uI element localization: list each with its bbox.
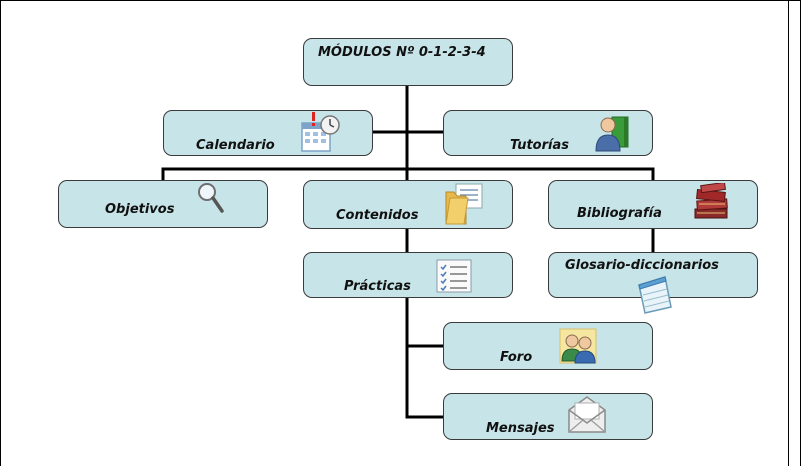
mensajes-label: Mensajes (486, 421, 555, 436)
people-icon (559, 328, 597, 364)
calendario-label: Calendario (196, 138, 275, 153)
root-node: MÓDULOS Nº 0-1-2-3-4 (303, 38, 513, 86)
mensajes-node: Mensajes (443, 393, 653, 440)
objetivos-node: Objetivos (58, 180, 268, 228)
tutor-book-icon (595, 116, 629, 152)
tutorias-node: Tutorías (443, 110, 653, 156)
checklist-icon (436, 259, 472, 293)
foro-label: Foro (500, 350, 533, 365)
right-margin-line (788, 0, 789, 466)
foro-node: Foro (443, 322, 653, 370)
practicas-label: Prácticas (344, 279, 411, 294)
contenidos-node: Contenidos (303, 180, 513, 229)
notepad-icon (638, 276, 672, 314)
bibliografia-node: Bibliografía (548, 180, 758, 229)
tutorias-label: Tutorías (510, 138, 569, 153)
calendario-node: Calendario (163, 110, 373, 156)
contenidos-label: Contenidos (336, 208, 419, 223)
root-label: MÓDULOS Nº 0-1-2-3-4 (318, 45, 486, 60)
books-icon (694, 183, 728, 219)
calendar-clock-icon (301, 112, 340, 152)
glosario-node: Glosario-diccionarios (548, 252, 758, 314)
glosario-label: Glosario-diccionarios (565, 258, 719, 273)
practicas-node: Prácticas (303, 252, 513, 298)
magnifier-icon (198, 183, 224, 213)
envelope-icon (568, 396, 606, 433)
objetivos-label: Objetivos (105, 202, 175, 217)
folder-icon (445, 183, 483, 225)
bibliografia-label: Bibliografía (577, 206, 662, 221)
